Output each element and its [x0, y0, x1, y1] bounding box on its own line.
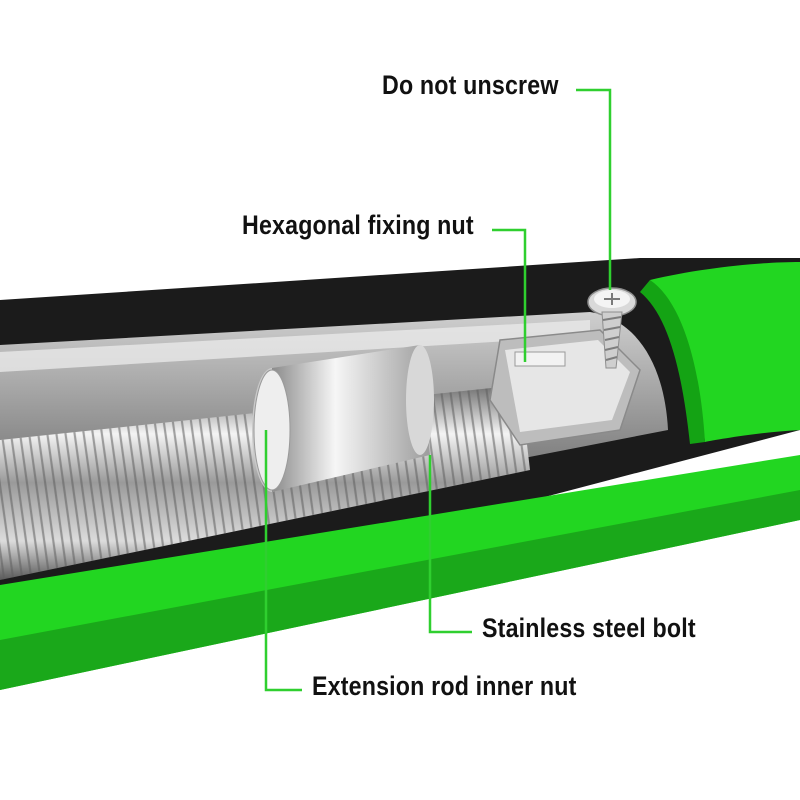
- hexagonal-fixing-nut: [489, 329, 641, 446]
- leader-line-bolt: [428, 455, 472, 634]
- extension-rod-inner-nut: [252, 345, 434, 492]
- label-extension-rod-inner-nut: Extension rod inner nut: [312, 671, 577, 701]
- label-hexagonal-fixing-nut: Hexagonal fixing nut: [242, 210, 474, 240]
- label-stainless-steel-bolt: Stainless steel bolt: [482, 613, 696, 643]
- leader-line-inner-nut: [264, 430, 302, 692]
- label-do-not-unscrew: Do not unscrew: [382, 70, 559, 100]
- leader-lines: [264, 88, 612, 692]
- leader-line-hex: [492, 228, 527, 362]
- fixing-screw: [587, 287, 637, 369]
- leader-line-unscrew: [576, 88, 612, 290]
